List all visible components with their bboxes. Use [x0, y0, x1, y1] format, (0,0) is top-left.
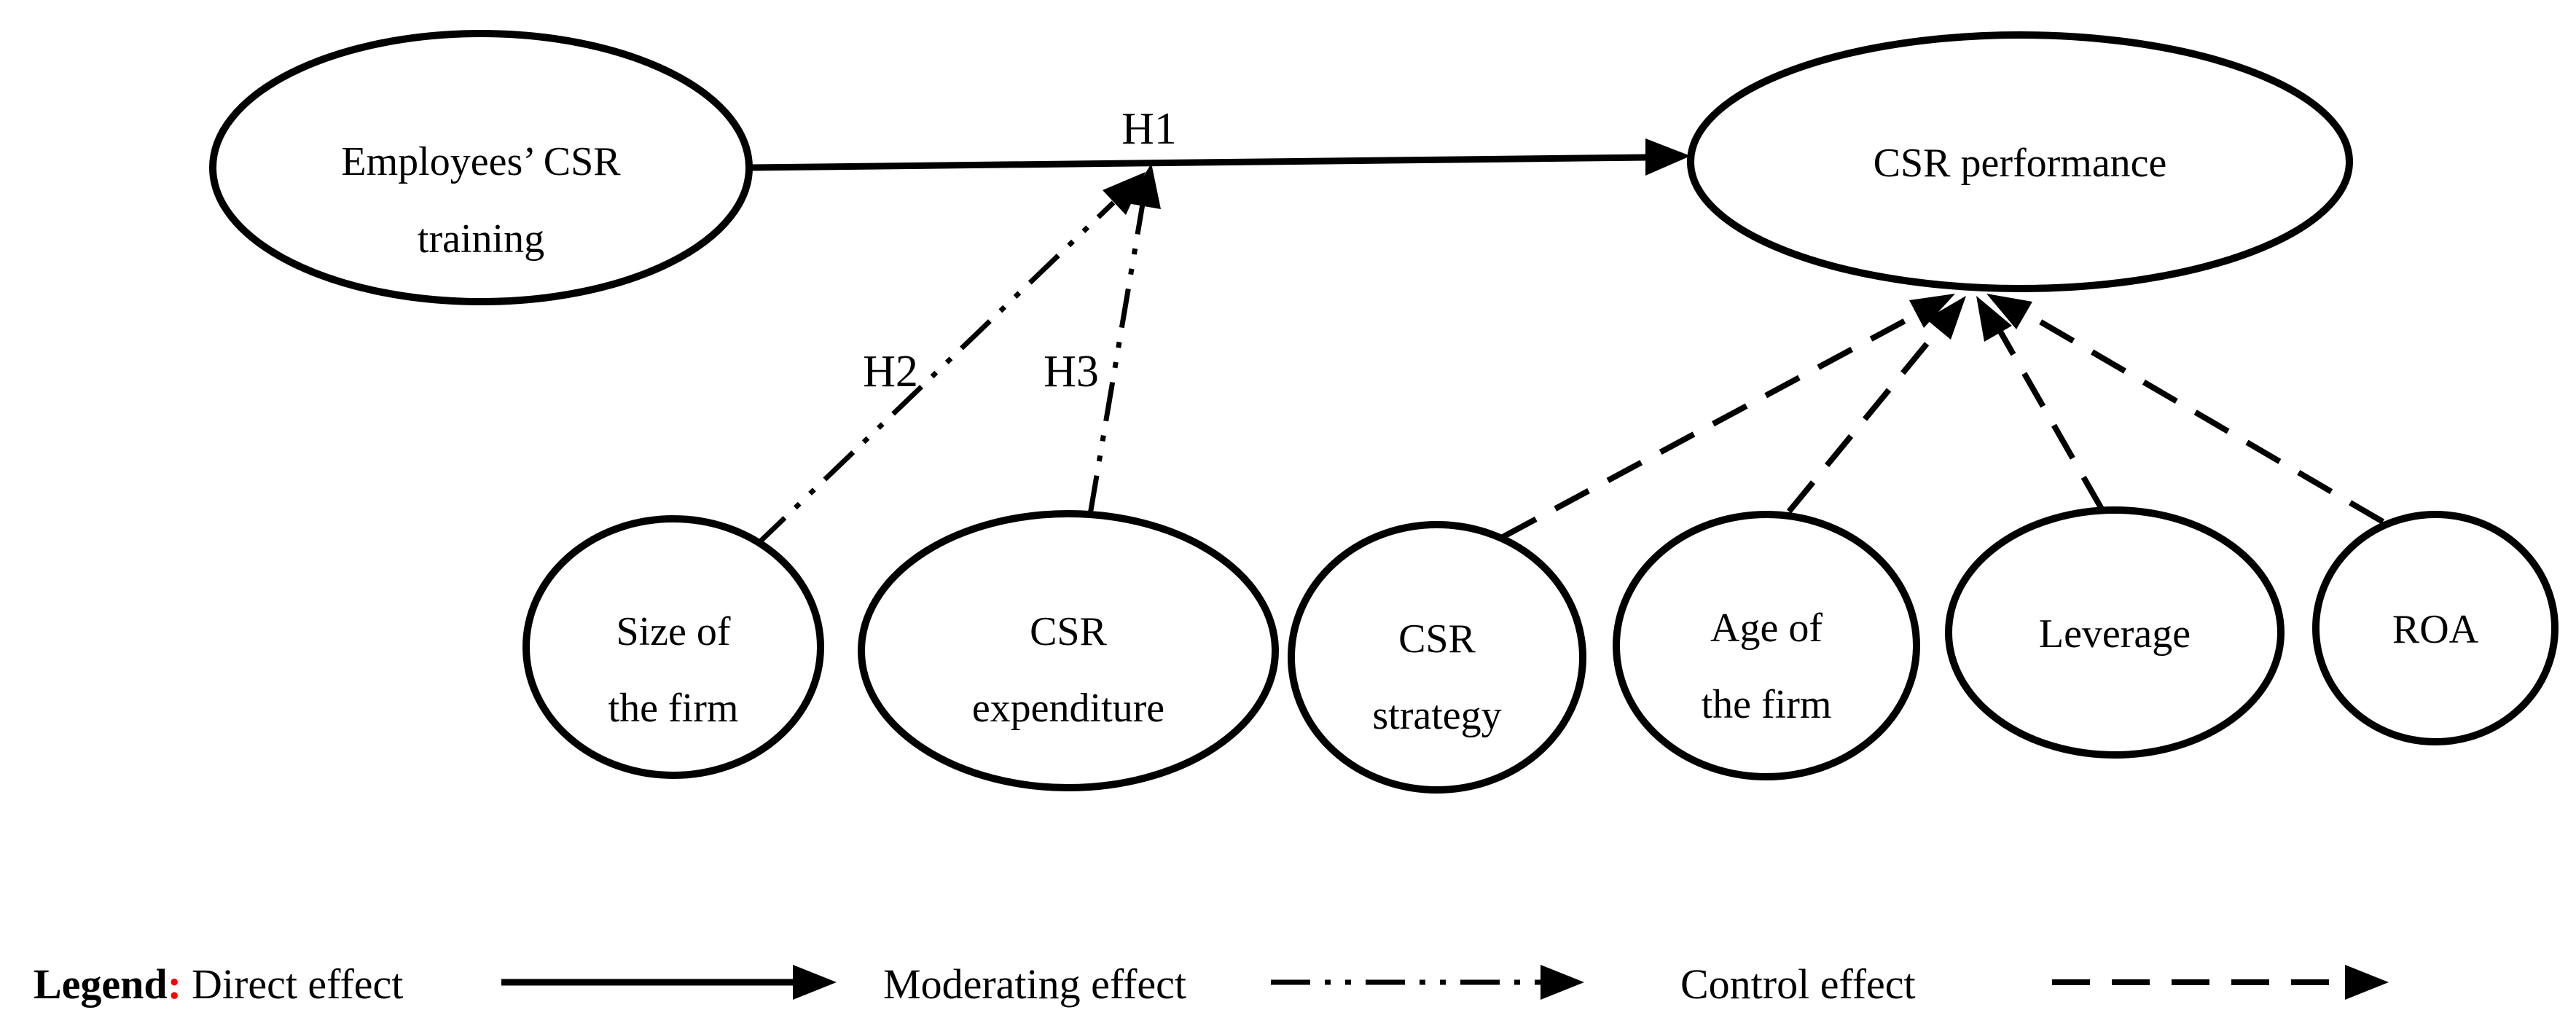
moderating-arrow-h2-arrowhead: [1103, 172, 1146, 215]
hypothesis-label-h2: H2: [863, 347, 918, 396]
node-csr-strategy: [1288, 521, 1586, 794]
legend-control-effect-label: Control effect: [1680, 960, 1916, 1008]
node-employees-csr-training-label-line2: training: [418, 216, 544, 262]
hypothesis-label-h3: H3: [1044, 347, 1099, 396]
node-csr-expenditure-label-line1: CSR: [1030, 609, 1107, 654]
node-employees-csr-training: [209, 30, 753, 305]
node-roa-label: ROA: [2392, 607, 2479, 652]
control-arrow-roa-line: [2025, 311, 2385, 525]
legend-moderating-effect-arrowhead: [1540, 965, 1584, 1000]
node-csr-performance: [1687, 31, 2353, 292]
legend-label-group: Legend:Direct effect: [34, 960, 403, 1008]
legend-colon: :: [168, 960, 181, 1008]
node-age-of-the-firm-label-line1: Age of: [1710, 606, 1823, 651]
control-arrow-csr-strategy-arrowhead: [1909, 294, 1955, 328]
legend-moderating-effect-label: Moderating effect: [883, 960, 1186, 1008]
node-size-of-the-firm: [522, 515, 824, 779]
node-csr-expenditure-label-line2: expenditure: [972, 686, 1164, 731]
moderating-arrow-h2-line: [754, 200, 1116, 547]
legend-control-effect-arrow: [2052, 965, 2389, 1000]
legend-row: Legend:Direct effect Moderating effect C…: [34, 960, 2389, 1008]
node-size-of-the-firm-label-line2: the firm: [608, 686, 739, 731]
nodes: Employees’ CSR training CSR performance …: [209, 30, 2559, 794]
node-roa: [2312, 511, 2559, 745]
node-csr-expenditure: [858, 510, 1279, 791]
legend-direct-effect-arrow: [501, 965, 837, 1000]
node-csr-strategy-label-line2: strategy: [1372, 693, 1501, 738]
node-csr-strategy-label-line1: CSR: [1398, 616, 1476, 662]
control-arrow-leverage-line: [1997, 330, 2105, 512]
legend-control-effect-arrowhead: [2345, 965, 2389, 1000]
legend-direct-effect-label: Direct effect: [192, 960, 403, 1008]
node-employees-csr-training-label-line1: Employees’ CSR: [341, 139, 621, 184]
edges: [750, 138, 2385, 547]
node-age-of-the-firm-label-line2: the firm: [1702, 682, 1832, 727]
direct-arrow-h1-line: [750, 154, 1648, 171]
control-arrow-age-of-the-firm-line: [1786, 326, 1943, 514]
hypothesis-label-h1: H1: [1121, 104, 1177, 154]
control-arrow-leverage-arrowhead: [1976, 296, 2012, 342]
node-leverage-label: Leverage: [2039, 611, 2191, 657]
hypothesis-labels: H1 H2 H3: [863, 104, 1177, 396]
node-age-of-the-firm: [1613, 511, 1920, 780]
node-leverage: [1945, 506, 2285, 759]
control-arrow-csr-strategy-line: [1501, 310, 1922, 540]
legend-direct-effect-arrowhead: [793, 965, 837, 1000]
legend-title: Legend: [34, 960, 168, 1008]
legend-moderating-effect-arrow: [1271, 965, 1584, 1000]
control-arrow-roa-arrowhead: [1986, 294, 2032, 329]
moderating-arrow-h3-arrowhead: [1127, 163, 1161, 209]
control-arrow-age-of-the-firm-arrowhead: [1926, 296, 1966, 340]
node-size-of-the-firm-label-line1: Size of: [616, 609, 730, 654]
node-csr-performance-label: CSR performance: [1874, 141, 2167, 186]
direct-arrow-h1-arrowhead: [1645, 138, 1691, 176]
